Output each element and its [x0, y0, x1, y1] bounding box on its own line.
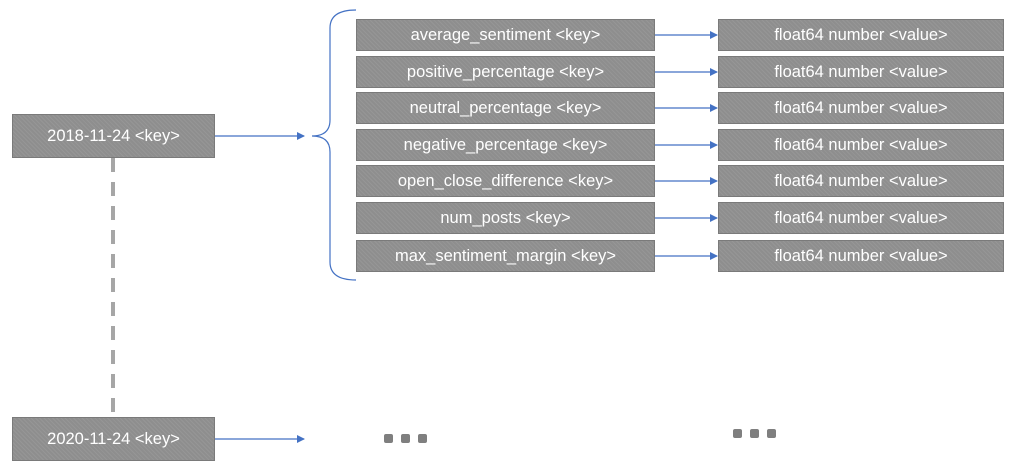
field-key-box: open_close_difference <key>: [356, 165, 655, 197]
field-value-box: float64 number <value>: [718, 92, 1004, 124]
field-value-label: float64 number <value>: [774, 246, 948, 265]
ellipsis-dot: [384, 434, 393, 443]
date-key-label: 2020-11-24 <key>: [47, 429, 180, 448]
ellipsis-dot: [767, 429, 776, 438]
field-key-label: open_close_difference <key>: [397, 171, 614, 190]
curly-brace: [311, 9, 357, 281]
field-value-label: float64 number <value>: [774, 98, 948, 117]
ellipsis-dot: [733, 429, 742, 438]
date-key-label: 2018-11-24 <key>: [47, 126, 180, 145]
field-key-label: negative_percentage <key>: [403, 135, 608, 154]
field-key-box: average_sentiment <key>: [356, 19, 655, 51]
field-key-label: positive_percentage <key>: [406, 62, 605, 81]
field-value-label: float64 number <value>: [774, 62, 948, 81]
field-value-box: float64 number <value>: [718, 129, 1004, 161]
field-key-box: num_posts <key>: [356, 202, 655, 234]
field-key-box: max_sentiment_margin <key>: [356, 240, 655, 272]
date-key-box: 2020-11-24 <key>: [12, 417, 215, 461]
field-key-label: average_sentiment <key>: [410, 25, 601, 44]
field-key-label: num_posts <key>: [440, 208, 571, 227]
field-value-box: float64 number <value>: [718, 19, 1004, 51]
field-value-box: float64 number <value>: [718, 56, 1004, 88]
field-value-box: float64 number <value>: [718, 240, 1004, 272]
ellipsis-dot: [750, 429, 759, 438]
field-value-box: float64 number <value>: [718, 165, 1004, 197]
field-key-box: positive_percentage <key>: [356, 56, 655, 88]
field-value-label: float64 number <value>: [774, 135, 948, 154]
field-value-label: float64 number <value>: [774, 171, 948, 190]
ellipsis-keys: [384, 434, 427, 443]
field-key-label: neutral_percentage <key>: [409, 98, 602, 117]
field-value-label: float64 number <value>: [774, 208, 948, 227]
field-key-label: max_sentiment_margin <key>: [394, 246, 617, 265]
field-value-label: float64 number <value>: [774, 25, 948, 44]
field-key-box: neutral_percentage <key>: [356, 92, 655, 124]
ellipsis-values: [733, 429, 776, 438]
field-key-box: negative_percentage <key>: [356, 129, 655, 161]
date-key-box: 2018-11-24 <key>: [12, 114, 215, 158]
field-value-box: float64 number <value>: [718, 202, 1004, 234]
ellipsis-dot: [418, 434, 427, 443]
ellipsis-dot: [401, 434, 410, 443]
